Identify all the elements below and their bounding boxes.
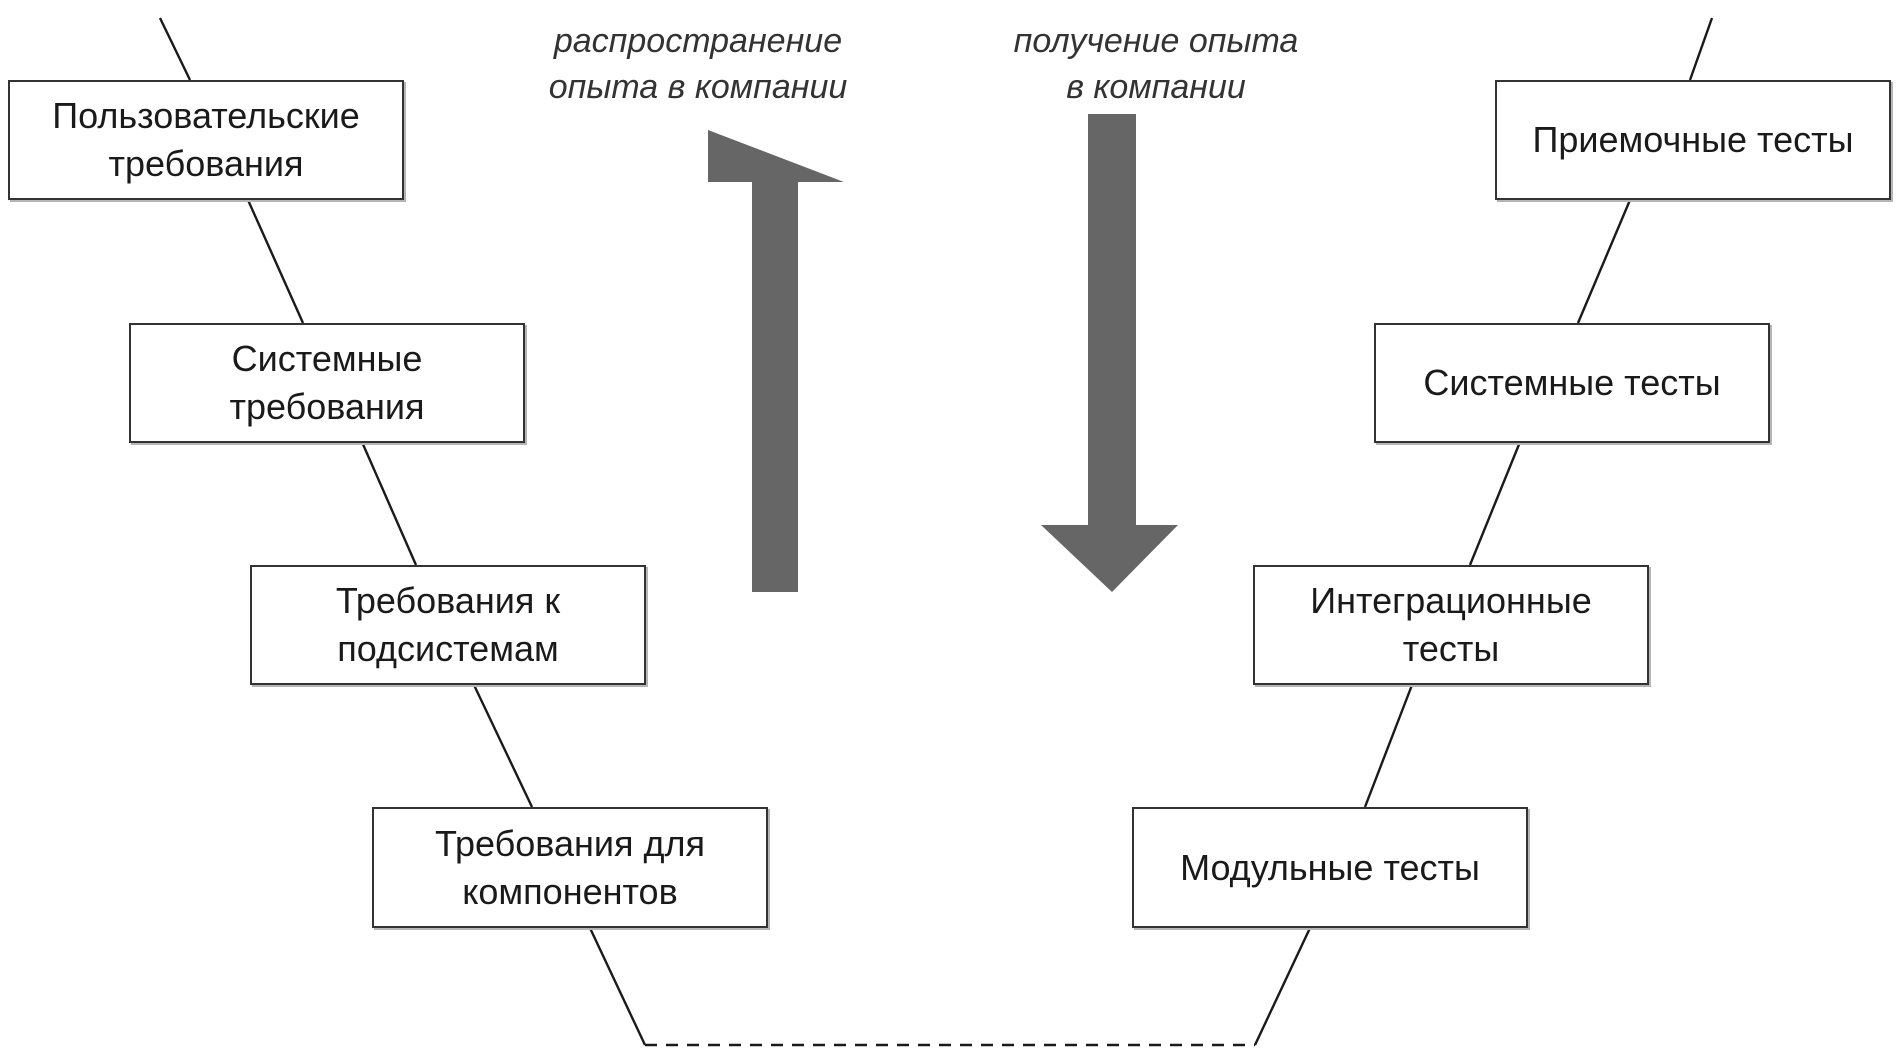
box-integration-tests-label: Интеграционные тесты — [1310, 580, 1592, 669]
up-arrow-caption: распространение опыта в компании — [548, 22, 848, 106]
box-user-requirements-label: Пользовательские требования — [52, 95, 360, 184]
connector-right-2-1 — [1576, 199, 1632, 324]
box-system-tests-label: Системные тесты — [1423, 362, 1721, 403]
box-component-requirements-label: Требования для компонентов — [435, 822, 705, 912]
connector-left-1-2 — [246, 199, 305, 324]
down-arrow-caption: получение опыта в компании — [1013, 22, 1299, 106]
box-subsystem-requirements-label: Требования к подсистемам — [335, 580, 561, 669]
box-acceptance-tests: Приемочные тесты — [1495, 80, 1891, 200]
box-user-requirements: Пользовательские требования — [8, 80, 404, 200]
connector-right-bottom — [1253, 927, 1312, 1046]
box-integration-tests: Интеграционные тесты — [1253, 565, 1649, 685]
connector-right-4-3 — [1363, 684, 1414, 808]
box-system-tests: Системные тесты — [1374, 323, 1770, 443]
box-unit-tests-label: Модульные тесты — [1180, 846, 1480, 888]
box-system-requirements: Системные требования — [129, 323, 525, 443]
box-acceptance-tests-label: Приемочные тесты — [1532, 119, 1854, 160]
connector-right-3-2 — [1468, 441, 1522, 566]
down-arrow — [1041, 114, 1178, 592]
box-unit-tests: Модульные тесты — [1132, 807, 1528, 928]
connector-left-3-4 — [472, 684, 534, 808]
connector-left-2-3 — [360, 441, 418, 566]
connector-left-bottom — [588, 927, 647, 1046]
box-subsystem-requirements: Требования к подсистемам — [250, 565, 646, 685]
box-component-requirements: Требования для компонентов — [372, 807, 768, 928]
connector-left-top — [158, 17, 192, 81]
box-system-requirements-label: Системные требования — [229, 338, 425, 427]
up-arrow — [708, 130, 844, 592]
connector-right-top — [1688, 17, 1714, 81]
